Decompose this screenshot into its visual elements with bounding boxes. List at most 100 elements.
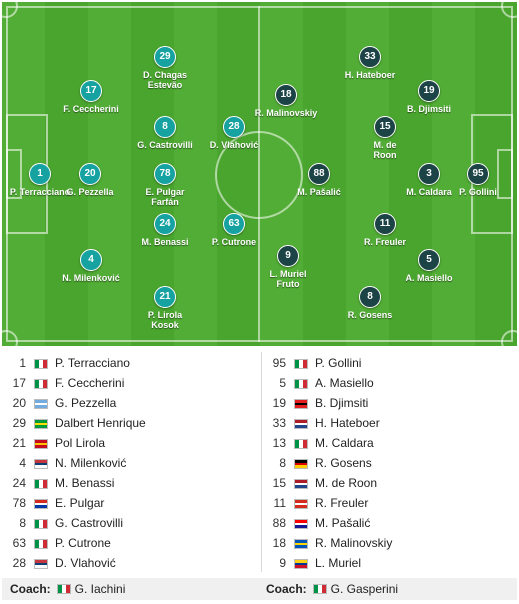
player-name: Fruto	[276, 279, 300, 289]
player-name: R. Freuler	[363, 237, 406, 247]
shirt-number: 5	[279, 376, 286, 390]
shirt-number: 8	[19, 516, 26, 530]
corner-arc	[2, 330, 18, 346]
netherlands-flag-icon	[294, 419, 308, 429]
chile-flag-icon	[34, 499, 48, 509]
player-name: L. Muriel	[269, 269, 307, 279]
away-player[interactable]: 11 R. Freuler	[340, 213, 430, 247]
coach-name: G. Gasperini	[330, 582, 399, 596]
shirt-number: 24	[12, 476, 26, 490]
player-name: M. Pašalić	[297, 187, 341, 197]
player-number: 88	[308, 163, 330, 185]
player-name: B. Djimsiti	[315, 396, 369, 410]
player-name: G. Pezzella	[55, 396, 117, 410]
player-name: Farfán	[151, 197, 179, 207]
italy-flag-icon	[34, 359, 48, 369]
shirt-number: 19	[272, 396, 286, 410]
player-number: 33	[359, 46, 381, 68]
player-name: N. Milenković	[62, 273, 120, 283]
player-name: M. Pašalić	[315, 516, 371, 530]
player-name: N. Milenković	[55, 456, 127, 470]
player-name: B. Djimsiti	[406, 104, 451, 114]
center-circle	[215, 131, 303, 219]
player-name: R. Malinovskiy	[315, 536, 393, 550]
player-number: 11	[374, 213, 396, 235]
italy-flag-icon	[294, 359, 308, 369]
player-name: E. Pulgar	[145, 187, 185, 197]
home-player[interactable]: 24 M. Benassi	[120, 213, 210, 247]
shirt-number: 21	[12, 436, 26, 450]
italy-flag-icon	[34, 519, 48, 529]
lineup-row[interactable]: 21 Pol Lirola	[2, 432, 258, 452]
player-number: 24	[154, 213, 176, 235]
player-name: P. Terracciano	[9, 187, 71, 197]
brazil-flag-icon	[34, 419, 48, 429]
home-coach[interactable]: Coach:G. Iachini	[10, 582, 125, 596]
shirt-number: 33	[272, 416, 286, 430]
player-name: M. Benassi	[141, 237, 189, 247]
corner-arc	[501, 330, 517, 346]
switzerland-flag-icon	[294, 499, 308, 509]
player-number: 5	[418, 249, 440, 271]
player-name: R. Malinovskiy	[254, 108, 318, 118]
player-name: P. Lirola	[147, 310, 183, 320]
player-name: Dalbert Henrique	[55, 416, 146, 430]
player-number: 29	[154, 46, 176, 68]
lineup-row[interactable]: 19 B. Djimsiti	[262, 392, 518, 412]
italy-flag-icon	[312, 584, 327, 594]
player-number: 95	[467, 163, 489, 185]
away-player[interactable]: 88 M. Pašalić	[274, 163, 364, 197]
player-name: H. Hateboer	[315, 416, 380, 430]
lineup-row[interactable]: 33 H. Hateboer	[262, 412, 518, 432]
player-name: M. Benassi	[55, 476, 115, 490]
shirt-number: 15	[272, 476, 286, 490]
player-name: L. Muriel	[315, 556, 362, 570]
player-name: Kosok	[151, 320, 179, 330]
player-number: 3	[418, 163, 440, 185]
lineup-row[interactable]: 24 M. Benassi	[2, 472, 258, 492]
player-name: P. Gollini	[315, 356, 362, 370]
player-name: Pol Lirola	[55, 436, 106, 450]
away-coach[interactable]: Coach:G. Gasperini	[266, 582, 398, 596]
croatia-flag-icon	[294, 519, 308, 529]
